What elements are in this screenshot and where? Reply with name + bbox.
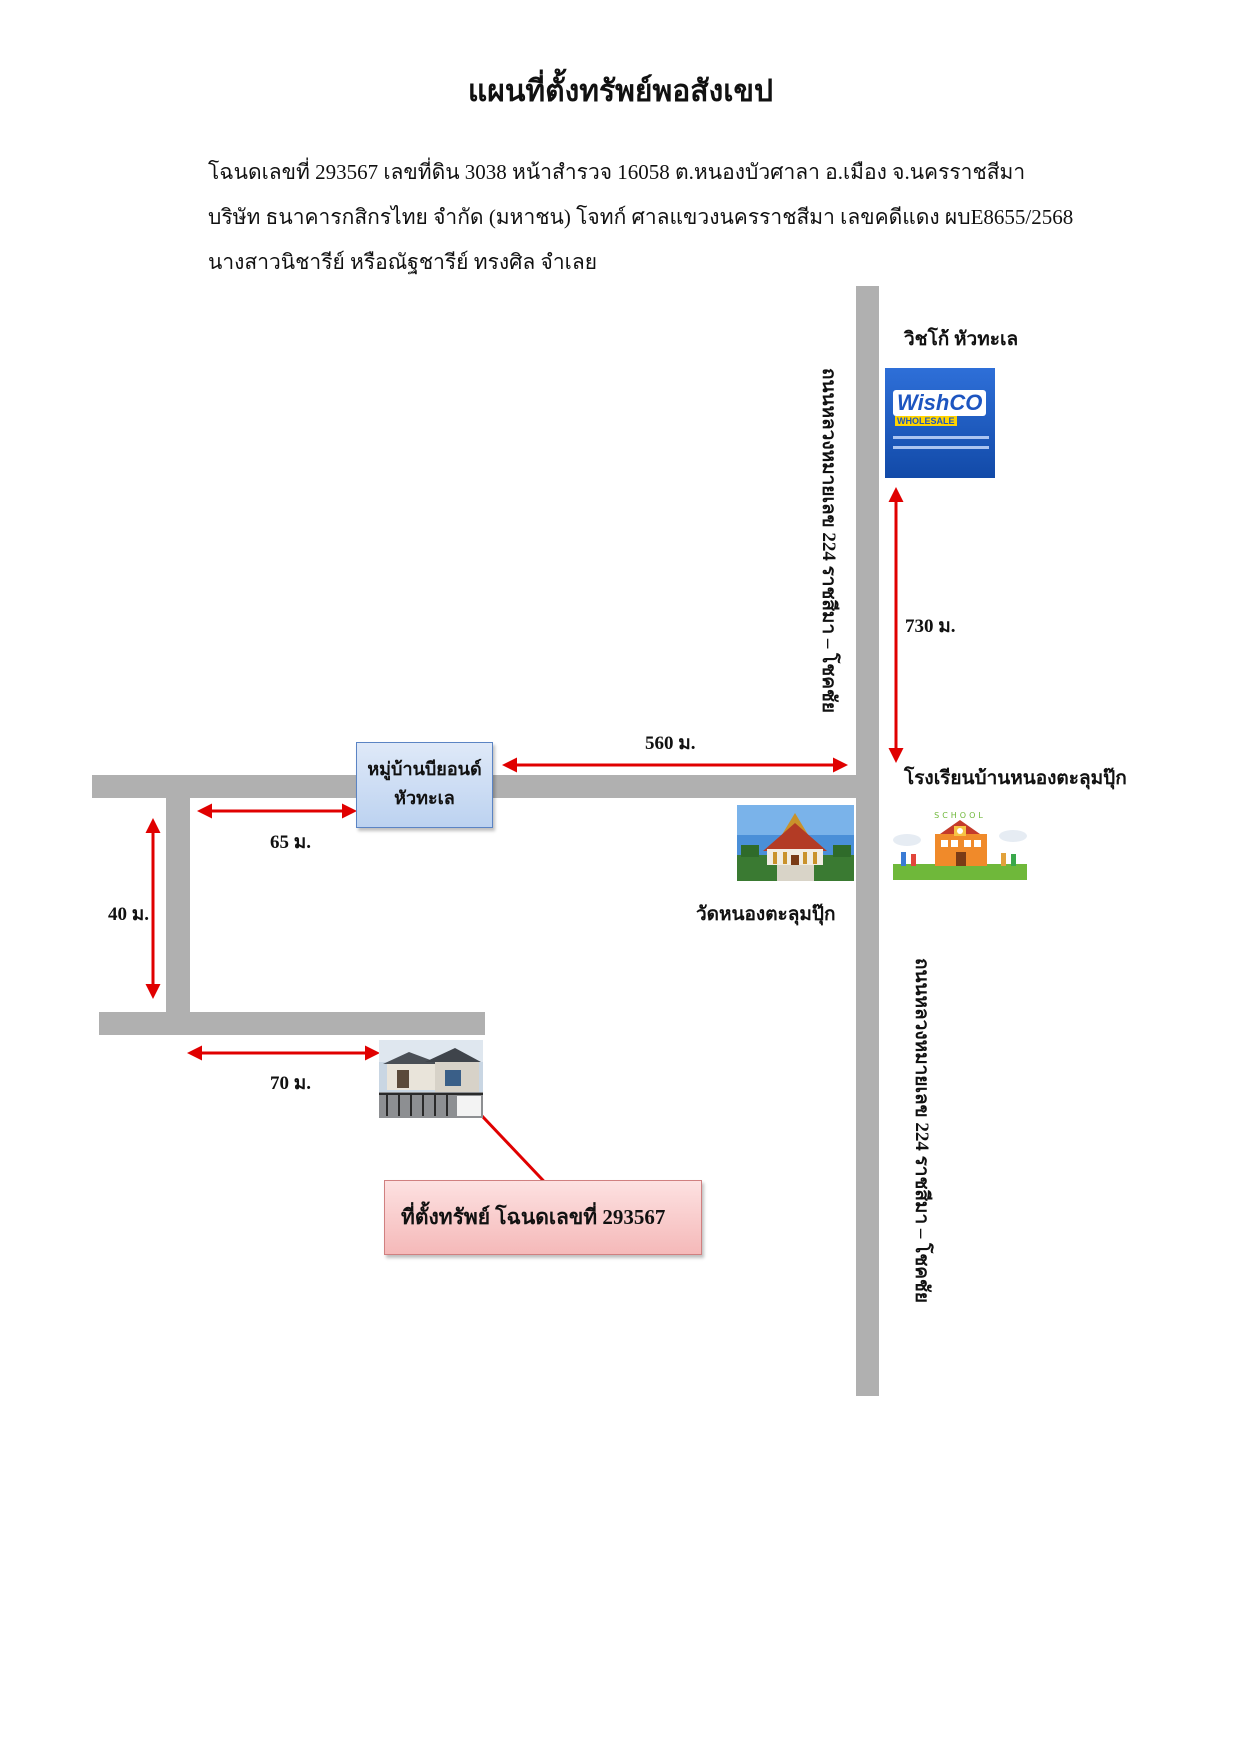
distance-40m-label: 40 ม. (108, 904, 150, 925)
temple-label: วัดหนองตะลุมปุ๊ก (696, 904, 836, 925)
school-sign-text: SCHOOL (934, 812, 986, 820)
header-defendant-line: นางสาวนิชารีย์ หรือณัฐชารีย์ ทรงศิล จำเล… (208, 250, 597, 274)
temple-image (737, 805, 854, 881)
wishco-label: วิชโก้ หัวทะเล (904, 329, 1019, 350)
distance-65m-label: 65 ม. (270, 832, 312, 853)
distance-70m-label: 70 ม. (270, 1073, 312, 1094)
highway-label-upper: ถนนหลวงหมายเลข 224 ราชสีมา – โชคชัย (818, 368, 839, 713)
wishco-logo-image: WishCO WHOLESALE (885, 368, 995, 478)
village-name-line2: หัวทะเล (394, 788, 455, 808)
village-name-line1: หมู่บ้านบียอนด์ (367, 759, 482, 779)
wishco-logo-subtext: WHOLESALE (895, 416, 957, 426)
header-case-line: บริษัท ธนาคารกสิกรไทย จำกัด (มหาชน) โจทก… (208, 205, 1074, 229)
property-location-label: ที่ตั้งทรัพย์ โฉนดเลขที่ 293567 (384, 1180, 702, 1255)
highway-road (856, 286, 879, 1396)
wishco-logo-text: WishCO (893, 390, 987, 416)
page-title: แผนที่ตั้งทรัพย์พอสังเขป (467, 75, 774, 108)
soi-road-vertical (166, 795, 190, 1035)
school-image: SCHOOL (893, 812, 1027, 880)
property-house-image (379, 1040, 483, 1118)
school-label: โรงเรียนบ้านหนองตะลุมปุ๊ก (904, 768, 1127, 789)
village-marker: หมู่บ้านบียอนด์ หัวทะเล (356, 742, 493, 828)
highway-label-lower: ถนนหลวงหมายเลข 224 ราชสีมา – โชคชัย (911, 958, 932, 1303)
soi-road-bottom (99, 1012, 485, 1035)
distance-730m-label: 730 ม. (905, 616, 956, 637)
header-deed-line: โฉนดเลขที่ 293567 เลขที่ดิน 3038 หน้าสำร… (208, 160, 1026, 184)
distance-560m-label: 560 ม. (645, 733, 696, 754)
